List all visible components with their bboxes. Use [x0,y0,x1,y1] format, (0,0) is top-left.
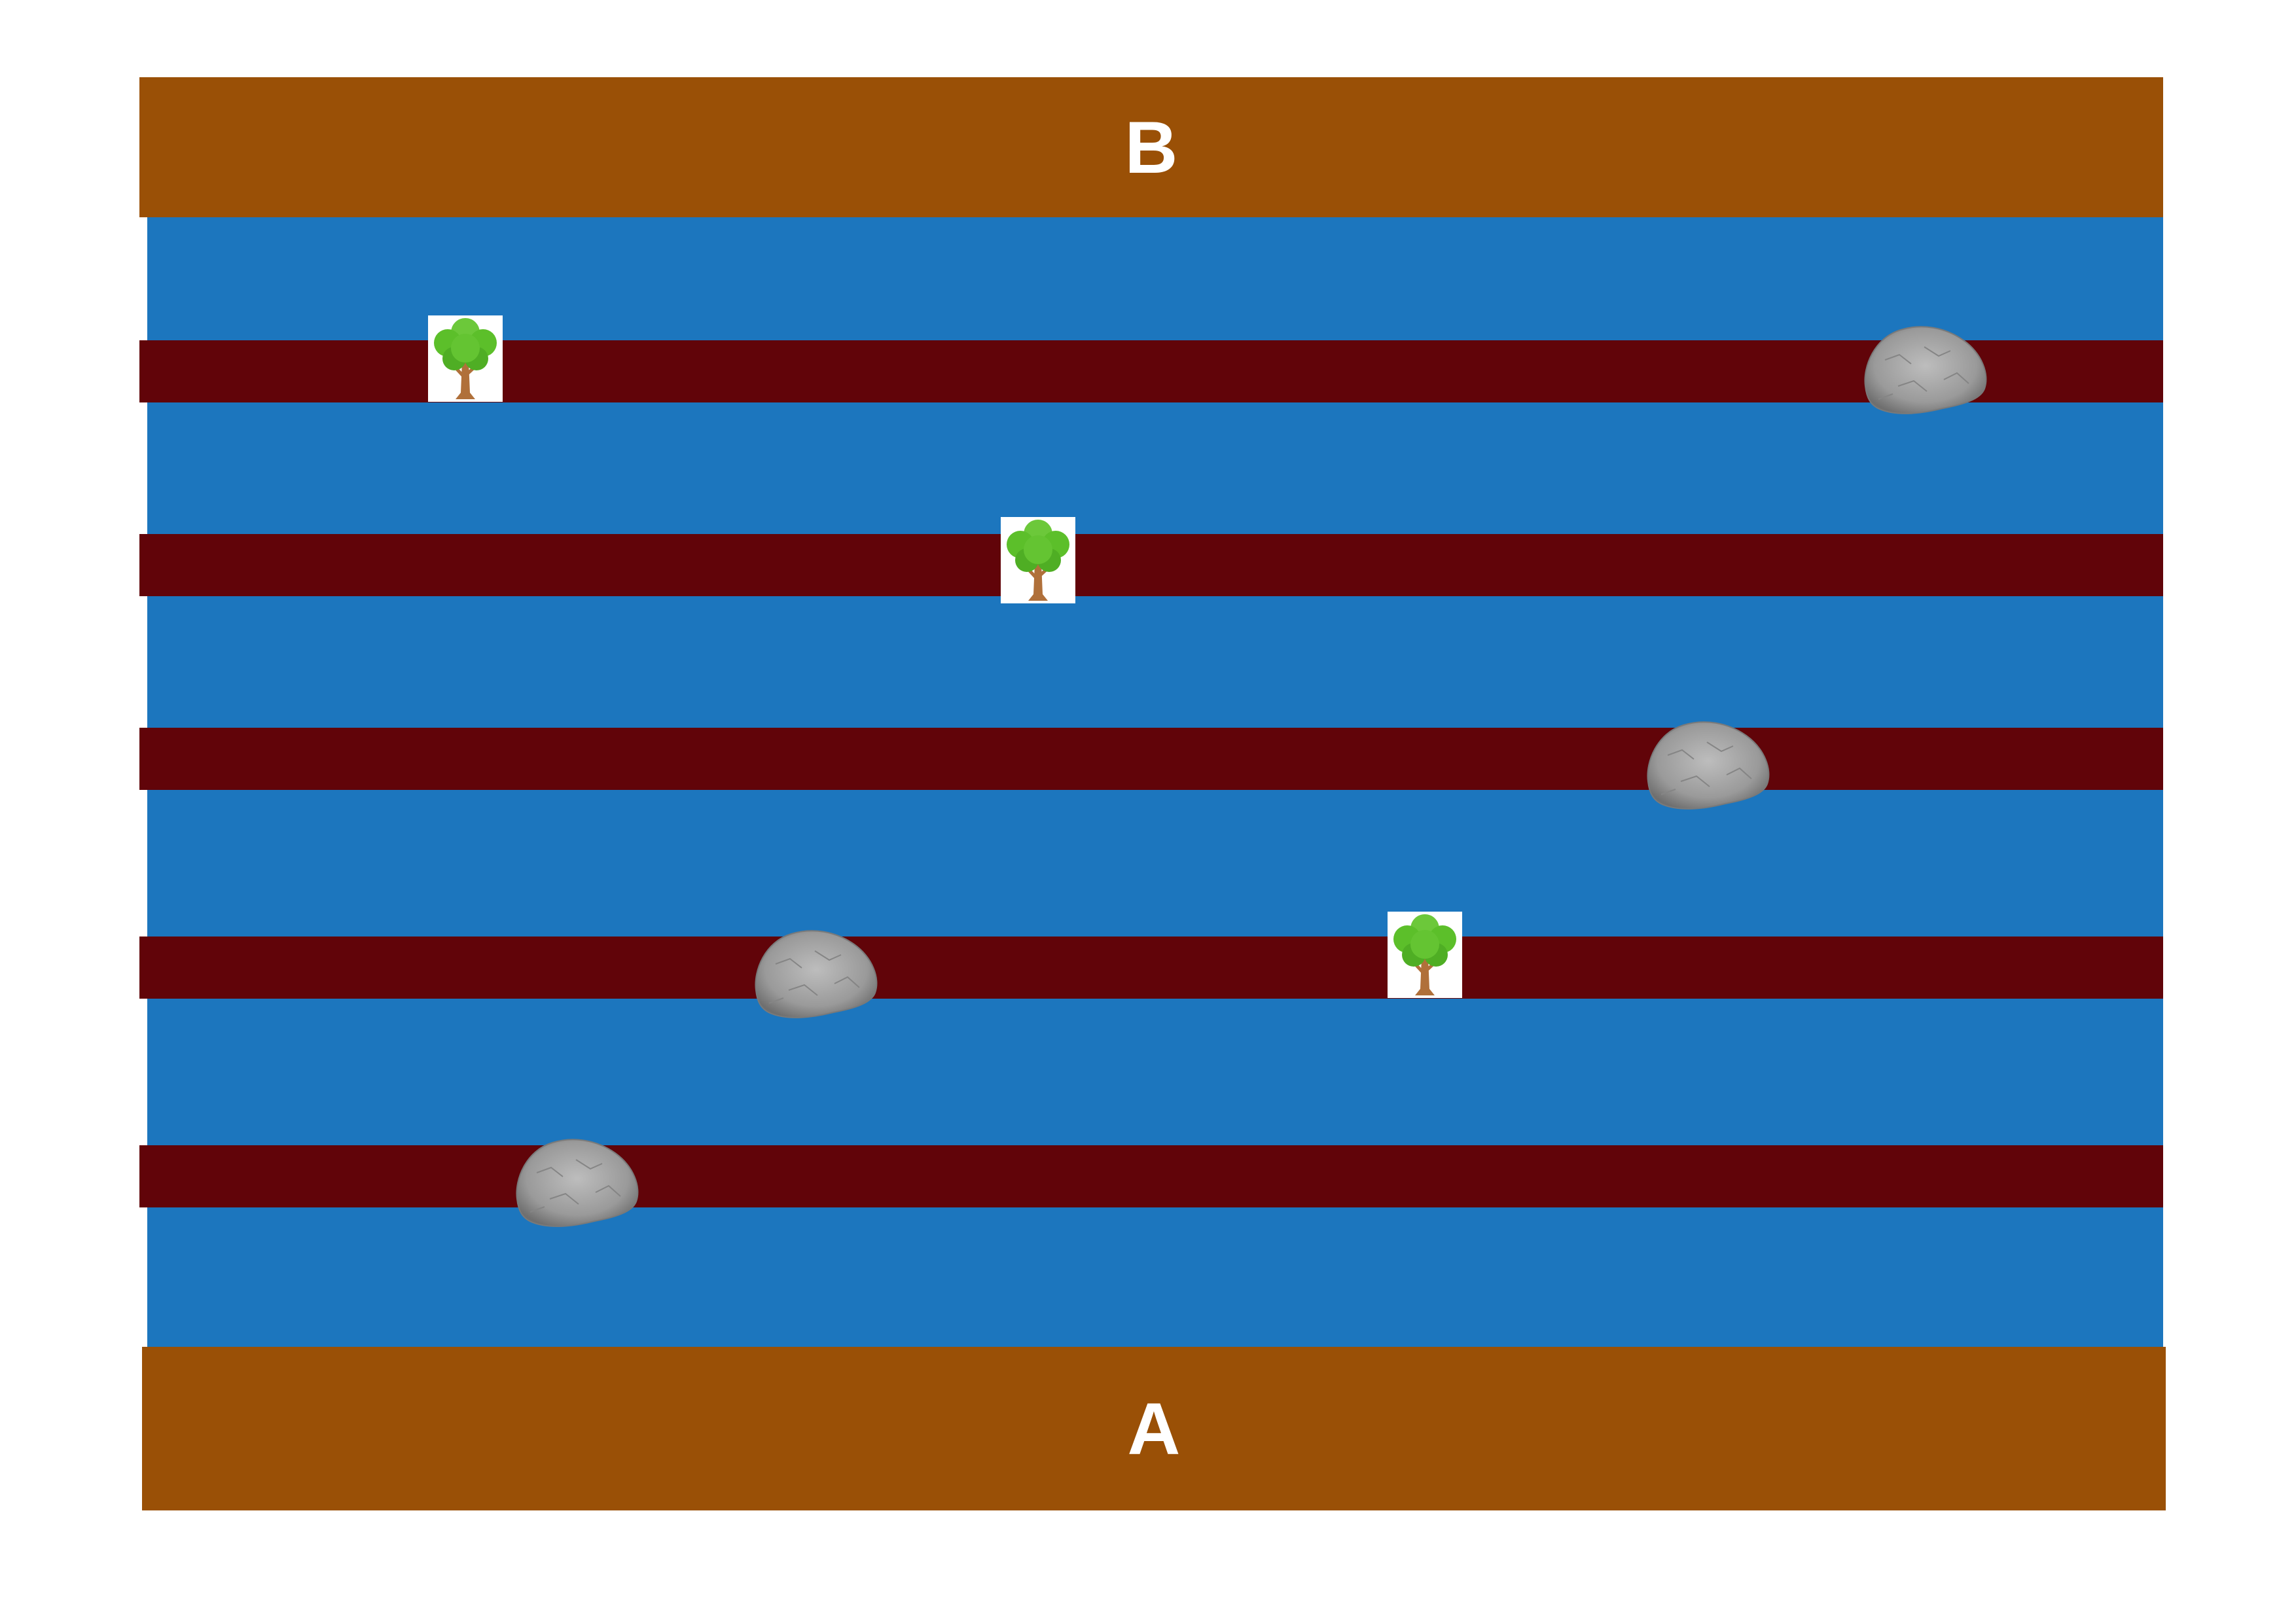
log-row-5[interactable] [139,1145,2163,1207]
rock-icon[interactable] [1641,716,1772,815]
log-row-4[interactable] [139,936,2163,999]
bank-a-label: A [1128,1387,1181,1471]
rock-icon[interactable] [749,925,880,1024]
tree-icon[interactable] [1001,517,1075,603]
bank-b-label: B [1125,105,1178,190]
rock-icon[interactable] [1859,321,1990,420]
bank-a[interactable]: A [142,1347,2166,1510]
rock-icon[interactable] [511,1133,641,1233]
log-row-3[interactable] [139,728,2163,790]
bank-b[interactable]: B [139,77,2163,217]
tree-icon[interactable] [428,315,503,402]
log-row-2[interactable] [139,534,2163,596]
tree-icon[interactable] [1388,912,1462,998]
